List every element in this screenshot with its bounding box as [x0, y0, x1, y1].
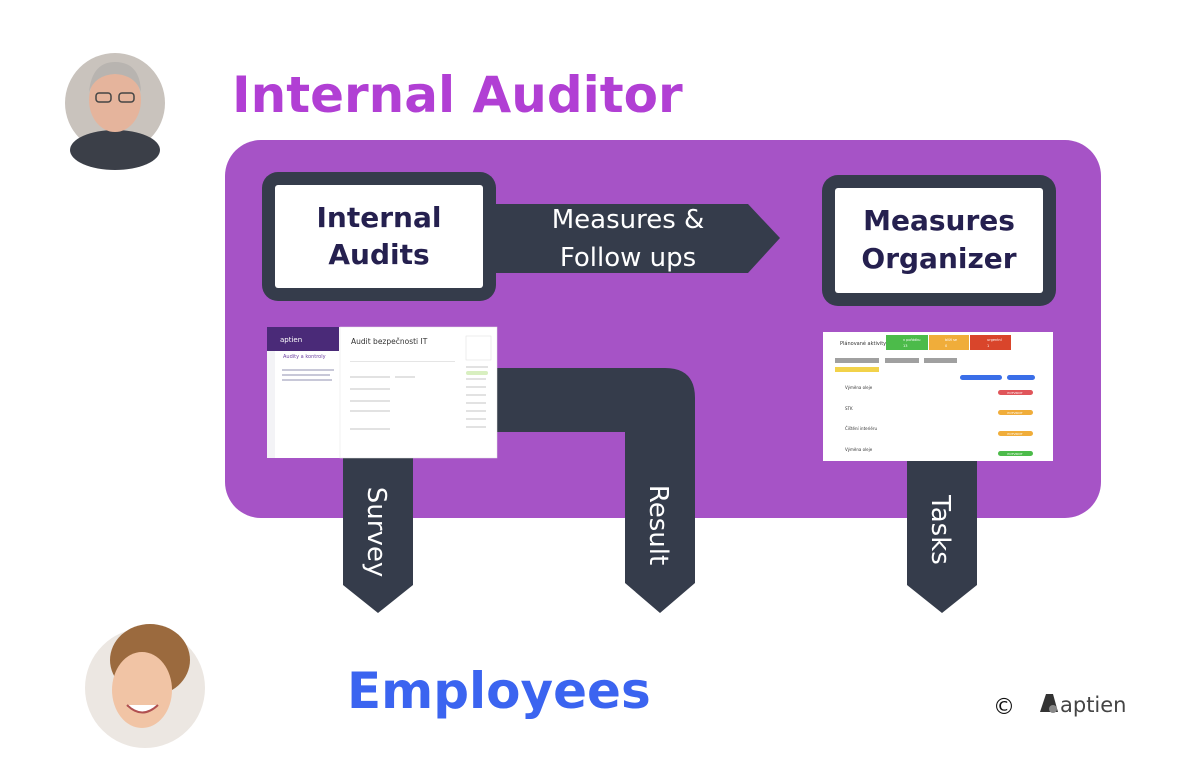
- svg-text:v pořádku: v pořádku: [903, 338, 921, 342]
- organizer-row: Výměna oleje POTVRDIT: [845, 385, 1033, 395]
- svg-text:POTVRDIT: POTVRDIT: [1007, 452, 1022, 456]
- status-card-urgent: [970, 335, 1011, 350]
- employees-title: Employees: [347, 662, 651, 720]
- svg-text:STK: STK: [845, 406, 853, 411]
- tasks-arrow: [907, 458, 977, 613]
- auditor-avatar: [65, 53, 165, 170]
- measures-followups-arrow: [480, 204, 780, 273]
- employee-avatar: [85, 624, 205, 748]
- survey-label: Survey: [361, 487, 391, 577]
- measures-followups-label-2: Follow ups: [560, 243, 696, 273]
- internal-auditor-title: Internal Auditor: [232, 66, 683, 124]
- measures-organizer-module[interactable]: Measures Organizer: [822, 175, 1056, 306]
- tasks-label: Tasks: [925, 494, 955, 565]
- svg-text:POTVRDIT: POTVRDIT: [1007, 391, 1022, 395]
- svg-text:Výměna oleje: Výměna oleje: [845, 385, 873, 390]
- organizer-row: Výměna oleje POTVRDIT: [845, 447, 1033, 456]
- svg-text:Čištění interiéru: Čištění interiéru: [845, 426, 877, 431]
- measures-followups-label-1: Measures &: [552, 205, 705, 235]
- internal-audits-label-1: Internal: [317, 201, 442, 234]
- survey-arrow: [343, 455, 413, 613]
- copyright-symbol: ©: [993, 695, 1015, 720]
- organizer-row: STK POTVRDIT: [845, 406, 1033, 415]
- result-arrow: [490, 368, 695, 613]
- result-label: Result: [643, 485, 673, 565]
- svg-text:Výměna oleje: Výměna oleje: [845, 447, 873, 452]
- svg-text:urgentní: urgentní: [987, 338, 1003, 342]
- measures-organizer-label-1: Measures: [863, 204, 1015, 237]
- audit-screenshot: aptien Audity a kontroly Audit bezpečnos…: [267, 326, 498, 459]
- svg-text:1: 1: [987, 344, 989, 348]
- audit-brand: aptien: [280, 336, 302, 344]
- aptien-logo: aptien: [1040, 693, 1127, 717]
- svg-text:POTVRDIT: POTVRDIT: [1007, 411, 1022, 415]
- svg-text:13: 13: [903, 344, 907, 348]
- svg-text:blíží se: blíží se: [945, 338, 957, 342]
- audit-section: Audity a kontroly: [283, 354, 326, 360]
- internal-audits-module[interactable]: Internal Audits: [262, 172, 496, 301]
- organizer-title: Plánované aktivity: [840, 340, 886, 347]
- svg-text:POTVRDIT: POTVRDIT: [1007, 432, 1022, 436]
- logo-text: aptien: [1060, 693, 1127, 717]
- audit-title: Audit bezpečnosti IT: [351, 337, 428, 346]
- status-card-approaching: [929, 335, 969, 350]
- organizer-screenshot: Plánované aktivity v pořádku 13 blíží se…: [823, 332, 1053, 461]
- organizer-row: Čištění interiéru POTVRDIT: [845, 426, 1033, 436]
- internal-audits-label-2: Audits: [328, 238, 429, 271]
- svg-text:0: 0: [945, 344, 947, 348]
- status-card-ok: [886, 335, 928, 350]
- measures-organizer-label-2: Organizer: [861, 242, 1016, 275]
